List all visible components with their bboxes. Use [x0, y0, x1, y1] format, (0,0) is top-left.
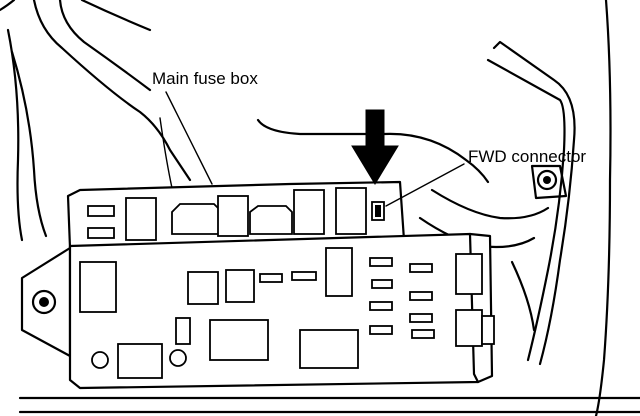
- fwd-connector-label: FWD connector: [468, 147, 586, 166]
- arrow-down-icon: [351, 109, 399, 185]
- fwd-connector-callout: FWD connector: [351, 109, 586, 207]
- main-fuse-box: [20, 180, 495, 390]
- bolt-icon: [530, 164, 568, 200]
- main-fuse-box-label: Main fuse box: [152, 69, 258, 88]
- main-fuse-box-callout: Main fuse box: [152, 69, 258, 185]
